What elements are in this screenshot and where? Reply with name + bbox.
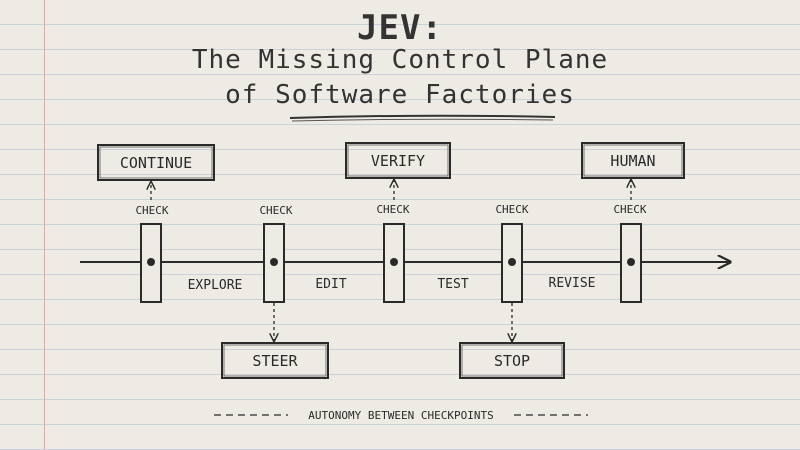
check-label-1: CHECK xyxy=(135,204,168,217)
title-underline xyxy=(289,114,556,119)
checkpoint-gate-1 xyxy=(140,223,162,303)
box-stop-label: STOP xyxy=(494,352,530,370)
title-underline-2 xyxy=(291,118,554,122)
check-label-2: CHECK xyxy=(259,204,292,217)
stage-revise: REVISE xyxy=(549,276,596,291)
title-line-1: JEV: xyxy=(357,8,443,48)
check-label-5: CHECK xyxy=(613,203,646,216)
box-verify: VERIFY xyxy=(345,142,451,179)
stage-test: TEST xyxy=(437,277,468,292)
box-stop: STOP xyxy=(459,342,565,379)
box-human-label: HUMAN xyxy=(610,152,655,170)
stage-edit: EDIT xyxy=(315,277,346,292)
checkpoint-gate-5 xyxy=(620,223,642,303)
box-continue: CONTINUE xyxy=(97,144,215,181)
checkpoint-gate-2 xyxy=(263,223,285,303)
footer-caption: AUTONOMY BETWEEN CHECKPOINTS xyxy=(308,409,493,422)
checkpoint-gate-3 xyxy=(383,223,405,303)
box-steer-label: STEER xyxy=(252,352,298,370)
box-human: HUMAN xyxy=(581,142,685,179)
stage-explore: EXPLORE xyxy=(188,278,243,293)
box-verify-label: VERIFY xyxy=(371,152,425,170)
box-continue-label: CONTINUE xyxy=(120,154,192,172)
checkpoint-gate-4 xyxy=(501,223,523,303)
title-line-3: of Software Factories xyxy=(225,80,575,110)
box-steer: STEER xyxy=(221,342,329,379)
title-line-2: The Missing Control Plane xyxy=(191,45,609,75)
margin-line xyxy=(44,0,45,450)
check-label-3: CHECK xyxy=(376,203,409,216)
check-label-4: CHECK xyxy=(495,203,528,216)
